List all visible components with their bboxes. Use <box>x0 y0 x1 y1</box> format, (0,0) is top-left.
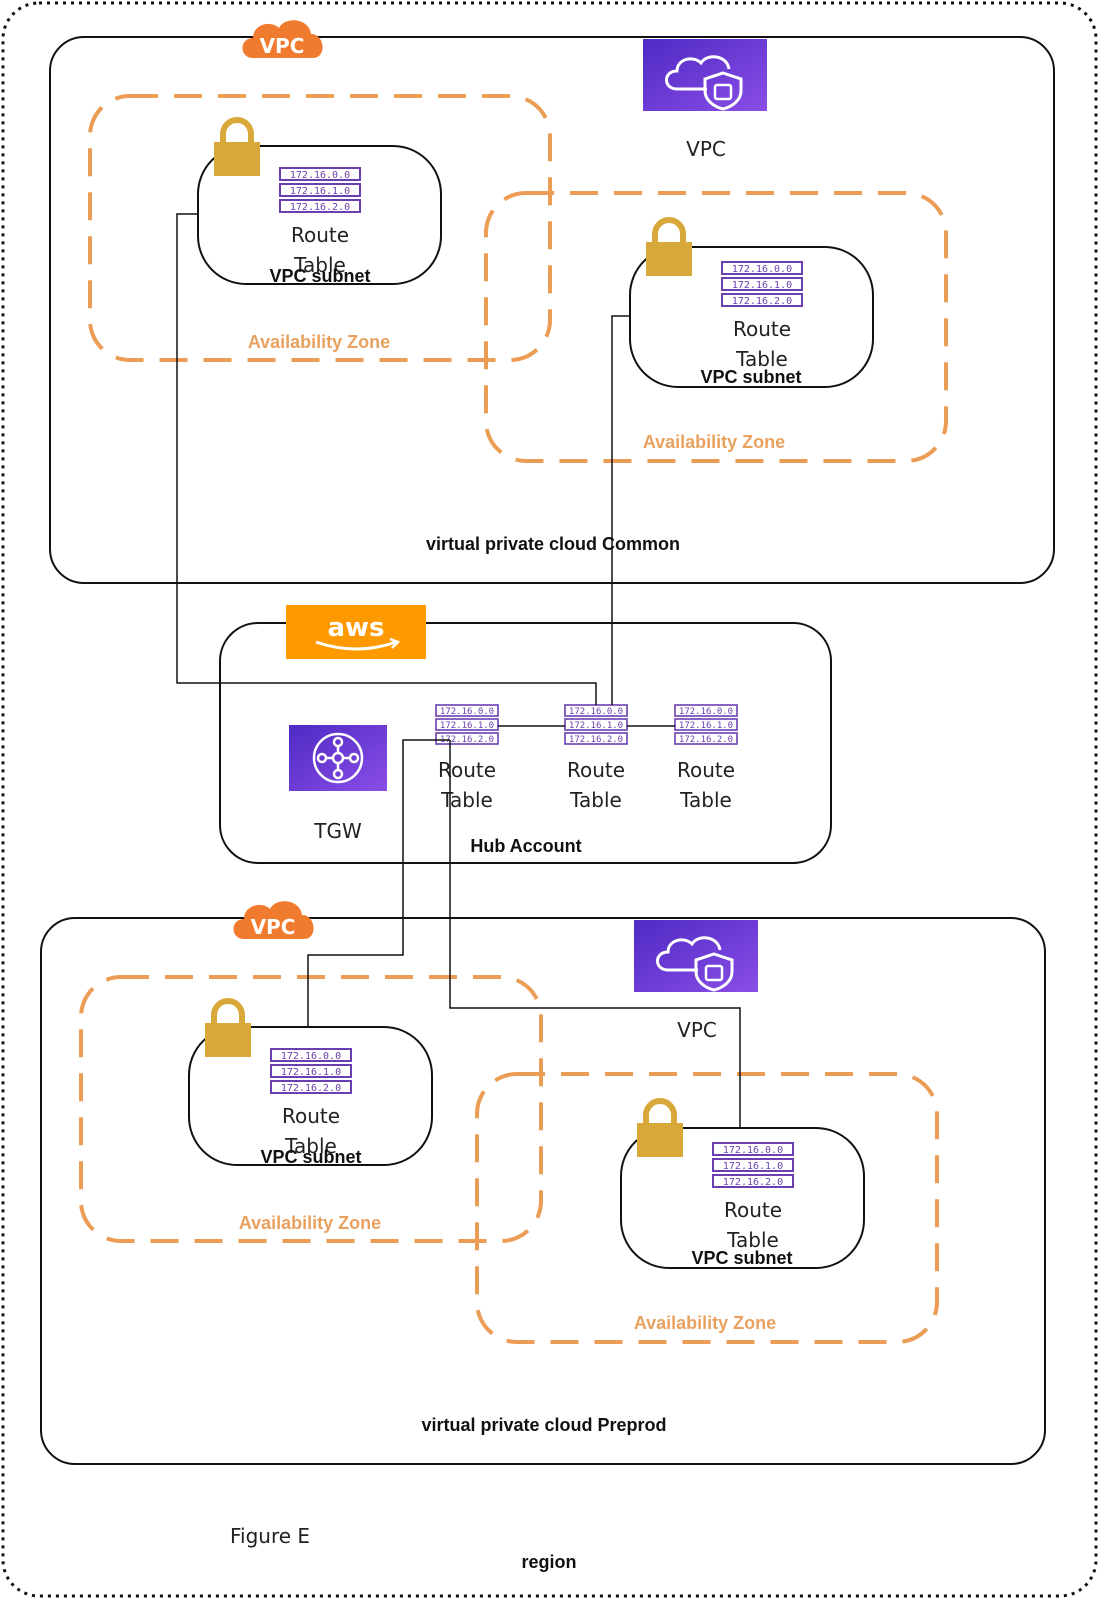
route-table-label: Route <box>724 1198 782 1222</box>
route-table-icon: 172.16.0.0 172.16.1.0 172.16.2.0 <box>721 261 803 307</box>
svg-text:172.16.1.0: 172.16.1.0 <box>732 280 792 291</box>
vpc-common-az1 <box>88 94 552 362</box>
route-table-label: Route <box>291 223 349 247</box>
hub-route-table-2-icon: 172.16.0.0 172.16.1.0 172.16.2.0 <box>564 704 628 745</box>
vpc-common-az1-label: Availability Zone <box>248 332 390 352</box>
svg-text:172.16.0.0: 172.16.0.0 <box>569 707 623 717</box>
vpc-common-name: virtual private cloud Common <box>426 534 680 554</box>
connector-lines <box>176 213 741 1128</box>
route-table-label: Table <box>726 1228 779 1252</box>
svg-text:172.16.2.0: 172.16.2.0 <box>679 735 733 745</box>
vpc-common-badge: VPC <box>242 20 323 58</box>
svg-text:172.16.0.0: 172.16.0.0 <box>679 707 733 717</box>
figure-caption: Figure E <box>230 1524 310 1548</box>
route-table-label: Route <box>733 317 791 341</box>
vpc-preprod-icon-label: VPC <box>677 1018 717 1042</box>
vpc-subnet-label: VPC subnet <box>260 1147 361 1167</box>
route-table-icon: 172.16.0.0 172.16.1.0 172.16.2.0 <box>270 1048 352 1094</box>
svg-text:172.16.0.0: 172.16.0.0 <box>723 1145 783 1156</box>
hub-route-table-3-icon: 172.16.0.0 172.16.1.0 172.16.2.0 <box>674 704 738 745</box>
vpc-common-az2-label: Availability Zone <box>643 432 785 452</box>
svg-text:172.16.1.0: 172.16.1.0 <box>679 721 733 731</box>
svg-text:aws: aws <box>327 613 384 643</box>
svg-text:172.16.2.0: 172.16.2.0 <box>281 1083 341 1094</box>
aws-logo: aws <box>286 605 426 659</box>
hub-route-table-2-label: Table <box>569 788 622 812</box>
route-table-icon: 172.16.0.0 172.16.1.0 172.16.2.0 <box>279 167 361 213</box>
svg-text:172.16.0.0: 172.16.0.0 <box>732 264 792 275</box>
vpc-preprod-az1-subnet <box>188 1026 433 1166</box>
vpc-subnet-label: VPC subnet <box>700 367 801 387</box>
vpc-preprod-box <box>40 917 1046 1465</box>
svg-text:172.16.1.0: 172.16.1.0 <box>290 186 350 197</box>
vpc-preprod-az2-subnet <box>620 1127 865 1269</box>
hub-route-table-3-label: Route <box>677 758 735 782</box>
lock-icon <box>214 120 260 176</box>
svg-text:172.16.1.0: 172.16.1.0 <box>569 721 623 731</box>
vpc-common-icon <box>641 37 769 113</box>
region-label: region <box>521 1552 576 1572</box>
svg-text:172.16.2.0: 172.16.2.0 <box>569 735 623 745</box>
hub-account-name: Hub Account <box>470 836 581 856</box>
vpc-preprod-az1-label: Availability Zone <box>239 1213 381 1233</box>
vpc-common-az2 <box>484 191 948 463</box>
vpc-common-icon-label: VPC <box>686 137 726 161</box>
svg-text:172.16.0.0: 172.16.0.0 <box>281 1051 341 1062</box>
hub-route-table-1-label: Table <box>440 788 493 812</box>
vpc-subnet-label: VPC subnet <box>269 266 370 286</box>
vpc-preprod-badge: VPC <box>233 901 314 939</box>
tgw-label: TGW <box>313 819 362 843</box>
svg-text:172.16.2.0: 172.16.2.0 <box>723 1177 783 1188</box>
vpc-preprod-icon <box>632 918 760 994</box>
svg-text:172.16.1.0: 172.16.1.0 <box>440 721 494 731</box>
route-table-label: Table <box>293 253 346 277</box>
vpc-subnet-label: VPC subnet <box>691 1248 792 1268</box>
svg-text:172.16.2.0: 172.16.2.0 <box>290 202 350 213</box>
svg-text:VPC: VPC <box>260 34 305 58</box>
svg-text:172.16.1.0: 172.16.1.0 <box>281 1067 341 1078</box>
route-table-icon: 172.16.0.0 172.16.1.0 172.16.2.0 <box>712 1142 794 1188</box>
vpc-common-az1-subnet <box>197 145 442 285</box>
vpc-preprod-az2 <box>475 1072 939 1344</box>
vpc-common-az2-subnet <box>629 246 874 388</box>
hub-route-table-1-label: Route <box>438 758 496 782</box>
route-table-label: Table <box>735 347 788 371</box>
lock-icon <box>646 220 692 276</box>
svg-text:VPC: VPC <box>251 915 296 939</box>
route-table-label: Route <box>282 1104 340 1128</box>
hub-route-table-2-label: Route <box>567 758 625 782</box>
route-table-label: Table <box>284 1134 337 1158</box>
vpc-preprod-az2-label: Availability Zone <box>634 1313 776 1333</box>
hub-route-table-1-icon: 172.16.0.0 172.16.1.0 172.16.2.0 <box>435 704 499 745</box>
svg-text:172.16.2.0: 172.16.2.0 <box>440 735 494 745</box>
svg-text:172.16.2.0: 172.16.2.0 <box>732 296 792 307</box>
hub-route-table-3-label: Table <box>679 788 732 812</box>
vpc-common-box <box>49 36 1055 584</box>
vpc-preprod-name: virtual private cloud Preprod <box>421 1415 666 1435</box>
tgw-icon <box>289 725 387 791</box>
lock-icon <box>205 1001 251 1057</box>
svg-text:172.16.0.0: 172.16.0.0 <box>290 170 350 181</box>
lock-icon <box>637 1101 683 1157</box>
svg-text:172.16.0.0: 172.16.0.0 <box>440 707 494 717</box>
svg-text:172.16.1.0: 172.16.1.0 <box>723 1161 783 1172</box>
vpc-preprod-az1 <box>79 975 543 1243</box>
